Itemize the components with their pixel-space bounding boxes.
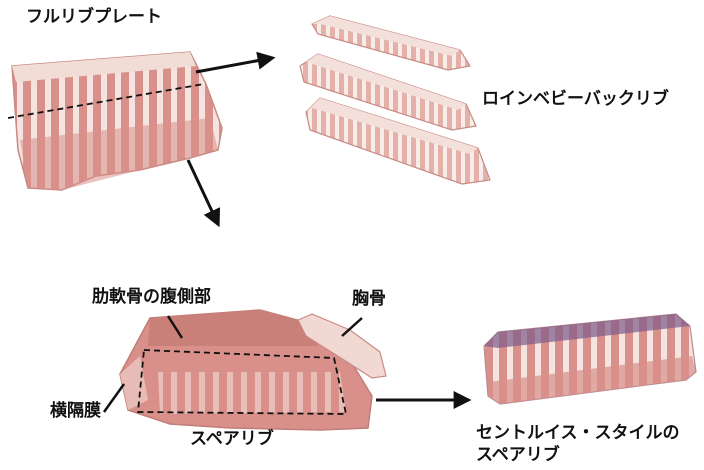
label-full-rib-plate: フルリブプレート [26, 8, 162, 28]
arrow-to-spare-ribs [188, 160, 218, 224]
loin-baby-back-ribs-image [300, 16, 490, 184]
label-diaphragm: 横隔膜 [50, 402, 101, 422]
label-st-louis-style-line2: スペアリブ [476, 446, 560, 466]
label-loin-baby-back-ribs: ロインベビーバックリブ [482, 90, 669, 110]
full-rib-plate-image [12, 52, 222, 190]
label-spare-ribs: スペアリブ [190, 430, 274, 450]
label-breastbone: 胸骨 [352, 290, 386, 310]
label-st-louis-style-line1: セントルイス・スタイルの [476, 424, 680, 444]
label-rib-cartilage-belly-part: 肋軟骨の腹側部 [92, 288, 211, 308]
arrow-to-baby-back [196, 58, 272, 72]
leader-diaphragm [104, 384, 124, 412]
st-louis-style-spare-ribs-image [484, 314, 696, 404]
